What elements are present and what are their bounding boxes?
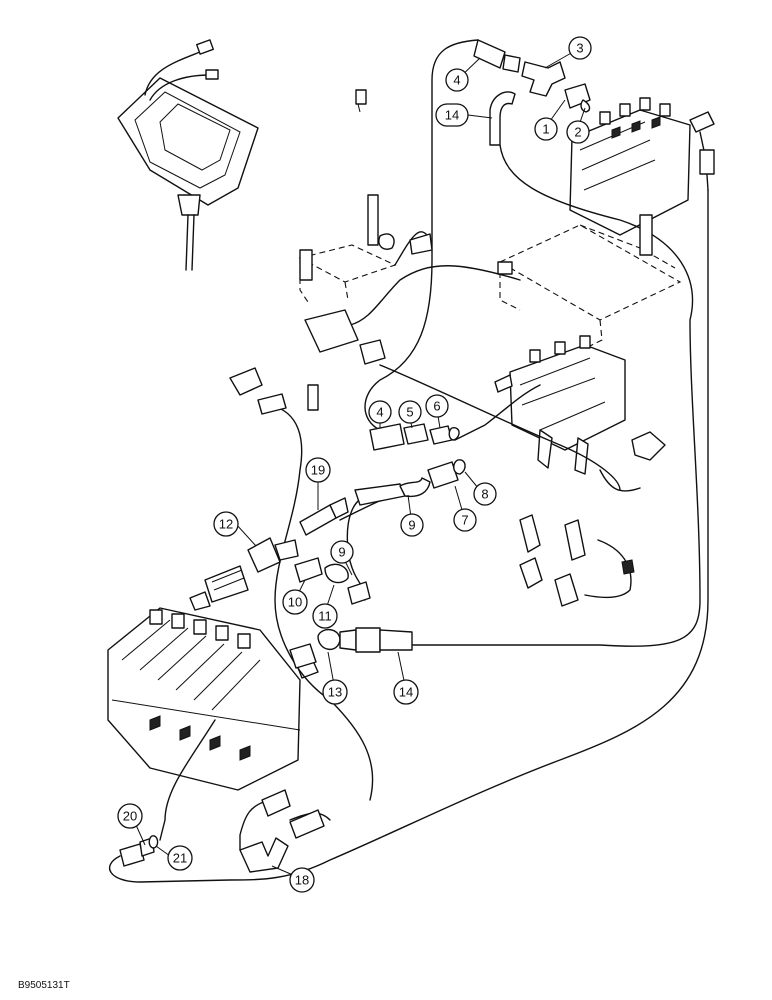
svg-text:9: 9 xyxy=(338,545,345,560)
callout-21: 21 xyxy=(167,845,193,871)
callout-20: 20 xyxy=(117,803,143,829)
svg-text:18: 18 xyxy=(295,873,309,888)
fitting-icon xyxy=(119,39,653,873)
svg-text:5: 5 xyxy=(406,405,413,420)
callout-4: 4 xyxy=(445,68,469,92)
valve-bank-icon xyxy=(494,335,666,607)
svg-text:14: 14 xyxy=(445,108,459,123)
svg-text:3: 3 xyxy=(576,41,583,56)
svg-text:9: 9 xyxy=(408,518,415,533)
figure-code: B950513​1T xyxy=(18,980,70,991)
svg-text:20: 20 xyxy=(123,809,137,824)
control-panel-icon xyxy=(117,39,367,271)
svg-text:6: 6 xyxy=(433,399,440,414)
svg-text:11: 11 xyxy=(318,609,332,624)
svg-text:1: 1 xyxy=(542,122,549,137)
callout-4: 4 xyxy=(368,400,392,424)
svg-text:12: 12 xyxy=(219,517,233,532)
svg-text:8: 8 xyxy=(481,487,488,502)
callout-18: 18 xyxy=(289,867,315,893)
callout-19: 19 xyxy=(305,457,331,483)
callout-14: 14 xyxy=(435,103,469,127)
spool-caps xyxy=(149,609,251,649)
callout-2: 2 xyxy=(566,120,590,144)
callout-13: 13 xyxy=(322,679,348,705)
svg-text:4: 4 xyxy=(376,405,383,420)
svg-text:13: 13 xyxy=(328,685,342,700)
callout-9: 9 xyxy=(400,513,424,537)
callout-5: 5 xyxy=(398,400,422,424)
svg-text:19: 19 xyxy=(311,463,325,478)
callout-11: 11 xyxy=(312,603,338,629)
callout-12: 12 xyxy=(213,511,239,537)
callout-8: 8 xyxy=(473,482,497,506)
svg-text:14: 14 xyxy=(399,685,413,700)
callout-1: 1 xyxy=(534,117,558,141)
valve-bank-icon xyxy=(569,97,715,236)
svg-text:2: 2 xyxy=(574,125,581,140)
callout-7: 7 xyxy=(453,508,477,532)
svg-text:4: 4 xyxy=(453,73,460,88)
callout-3: 3 xyxy=(568,36,592,60)
callout-6: 6 xyxy=(425,394,449,418)
callout-10: 10 xyxy=(282,589,308,615)
svg-text:7: 7 xyxy=(461,513,468,528)
svg-text:21: 21 xyxy=(173,851,187,866)
hose-icon xyxy=(108,39,709,883)
svg-text:10: 10 xyxy=(288,595,302,610)
callout-14: 14 xyxy=(393,679,419,705)
callout-9: 9 xyxy=(330,540,354,564)
callout-labels: 3 4 14 1 2 4 5 6 8 7 9 19 12 9 10 11 13 … xyxy=(117,36,592,893)
valve-bank-icon xyxy=(107,607,319,791)
